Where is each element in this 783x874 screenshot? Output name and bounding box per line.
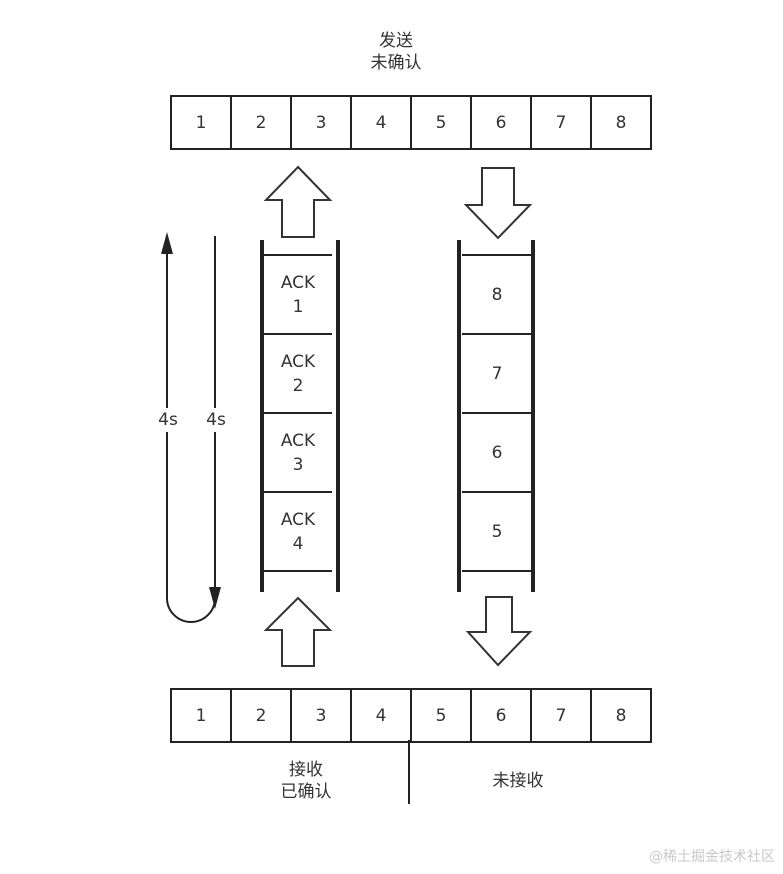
send-unacked-label: 发送 未确认 xyxy=(346,30,446,74)
ack-cell: ACK 1 xyxy=(264,256,332,335)
ack-cell-label: ACK xyxy=(280,272,316,293)
timer-left-label: 4s xyxy=(158,410,178,430)
send-window-row: 1 2 3 4 5 6 7 8 xyxy=(170,95,652,150)
data-cell: 8 xyxy=(462,256,532,335)
receive-cell: 1 xyxy=(172,690,232,741)
arrow-down-head-icon xyxy=(209,587,221,609)
receive-cell: 3 xyxy=(292,690,352,741)
data-stack: 8 7 6 5 xyxy=(462,254,532,572)
data-pipe-right-rail xyxy=(531,240,535,592)
ack-cell-label: ACK xyxy=(280,351,316,372)
received-acked-label: 接收 已确认 xyxy=(256,759,356,803)
ack-cell-number: 4 xyxy=(292,533,304,554)
not-received-label: 未接收 xyxy=(492,771,544,791)
up-arrow-icon xyxy=(263,165,333,238)
send-cell: 7 xyxy=(532,97,592,148)
ack-cell: ACK 3 xyxy=(264,414,332,493)
receive-cell: 6 xyxy=(472,690,532,741)
ack-pipe-right-rail xyxy=(336,240,340,592)
send-cell: 4 xyxy=(352,97,412,148)
send-label-line1: 发送 xyxy=(379,31,413,51)
arrow-up-head-icon xyxy=(161,232,173,254)
send-cell: 5 xyxy=(412,97,472,148)
up-arrow-icon xyxy=(263,596,333,667)
received-label-line1: 接收 xyxy=(289,760,323,780)
send-cell: 6 xyxy=(472,97,532,148)
receive-cell: 8 xyxy=(592,690,652,741)
send-cell: 2 xyxy=(232,97,292,148)
ack-cell-label: ACK xyxy=(280,509,316,530)
ack-cell: ACK 4 xyxy=(264,493,332,572)
receive-window-row: 1 2 3 4 5 6 7 8 xyxy=(170,688,652,743)
data-cell: 6 xyxy=(462,414,532,493)
received-label-line2: 已确认 xyxy=(280,782,332,802)
ack-cell-number: 1 xyxy=(292,296,304,317)
timer-loop-line xyxy=(166,252,216,623)
ack-pipe-left-rail xyxy=(260,240,264,592)
timer-right-label: 4s xyxy=(206,410,226,430)
data-cell: 5 xyxy=(462,493,532,572)
receive-cell: 2 xyxy=(232,690,292,741)
send-label-line2: 未确认 xyxy=(370,53,422,73)
ack-cell-number: 2 xyxy=(292,375,304,396)
ack-cell-label: ACK xyxy=(280,430,316,451)
receive-cell: 7 xyxy=(532,690,592,741)
down-arrow-icon xyxy=(463,167,533,240)
receive-cell: 5 xyxy=(412,690,472,741)
data-cell: 7 xyxy=(462,335,532,414)
ack-cell: ACK 2 xyxy=(264,335,332,414)
send-cell: 1 xyxy=(172,97,232,148)
ack-stack: ACK 1 ACK 2 ACK 3 ACK 4 xyxy=(264,254,332,572)
ack-cell-number: 3 xyxy=(292,454,304,475)
down-arrow-icon xyxy=(465,596,533,667)
receive-cell: 4 xyxy=(352,690,412,741)
send-cell: 3 xyxy=(292,97,352,148)
watermark: @稀土掘金技术社区 xyxy=(649,849,775,865)
send-cell: 8 xyxy=(592,97,652,148)
data-pipe-left-rail xyxy=(457,240,461,592)
